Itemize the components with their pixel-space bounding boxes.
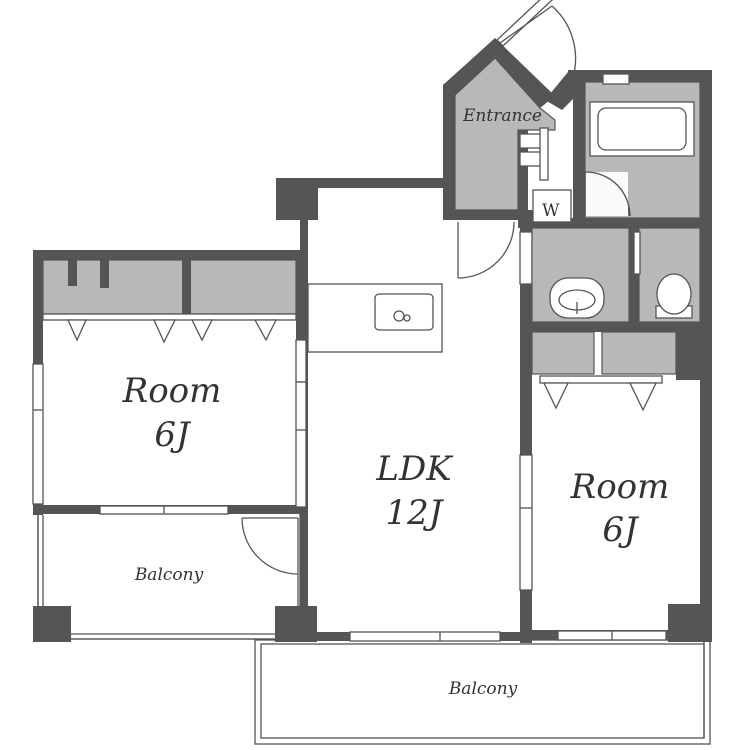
washbasin-icon — [549, 277, 605, 319]
room-left-name: Room — [122, 371, 222, 411]
window-left-room — [32, 339, 307, 515]
window-ldk — [349, 231, 533, 642]
balcony-bottom-label: Balcony — [448, 679, 518, 699]
door-swing-icon — [457, 221, 515, 279]
toilet-room — [633, 227, 701, 323]
entrance-label: Entrance — [462, 106, 542, 126]
ldk-name: LDK — [375, 449, 454, 489]
kitchen-counter — [307, 283, 443, 353]
room-right-name: Room — [570, 467, 670, 507]
bathroom — [584, 73, 701, 219]
entrance-area — [454, 57, 556, 211]
room-right-size: 6J — [602, 510, 640, 550]
toilet-icon — [655, 273, 693, 319]
washer-label: W — [542, 201, 560, 221]
closet-right-room — [531, 331, 677, 412]
balcony-left-label: Balcony — [134, 565, 204, 585]
closet-left-room — [42, 259, 297, 344]
washroom — [531, 227, 630, 323]
room-left-size: 6J — [154, 415, 192, 455]
window-right-room — [557, 630, 667, 641]
washer-space — [532, 189, 572, 223]
door-swing-icon — [496, 0, 577, 97]
door-swing-icon — [241, 517, 299, 606]
ldk-size: 12J — [386, 493, 445, 533]
